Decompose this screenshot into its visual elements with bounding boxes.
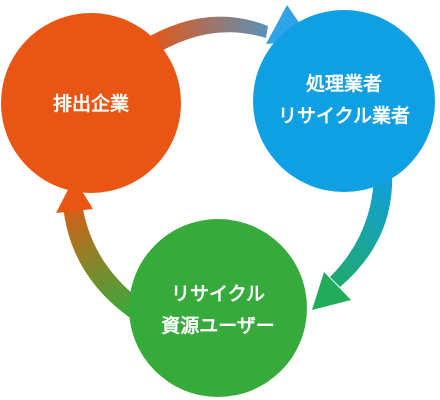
node-user-label-2: 資源ユーザー xyxy=(161,314,275,337)
node-user: リサイクル 資源ユーザー xyxy=(129,219,307,397)
arrow-user-to-discharger xyxy=(56,178,147,322)
node-discharger-circle xyxy=(1,13,181,193)
node-user-label-1: リサイクル xyxy=(171,283,265,305)
node-discharger-label-1: 排出企業 xyxy=(53,92,130,115)
node-discharger: 排出企業 xyxy=(1,13,181,193)
arrow-right-head xyxy=(312,272,351,310)
arrow-left-shaft xyxy=(63,203,147,322)
node-processor-label-1: 処理業者 xyxy=(306,72,382,95)
arrow-right-shaft xyxy=(330,172,393,287)
node-processor: 処理業者 リサイクル業者 xyxy=(253,10,435,192)
node-processor-label-2: リサイクル業者 xyxy=(278,104,410,127)
node-processor-circle xyxy=(253,10,435,192)
arrow-top-shaft xyxy=(138,16,268,59)
arrow-processor-to-user xyxy=(312,172,393,310)
node-user-circle xyxy=(129,219,307,397)
arrow-left-head xyxy=(56,178,93,213)
